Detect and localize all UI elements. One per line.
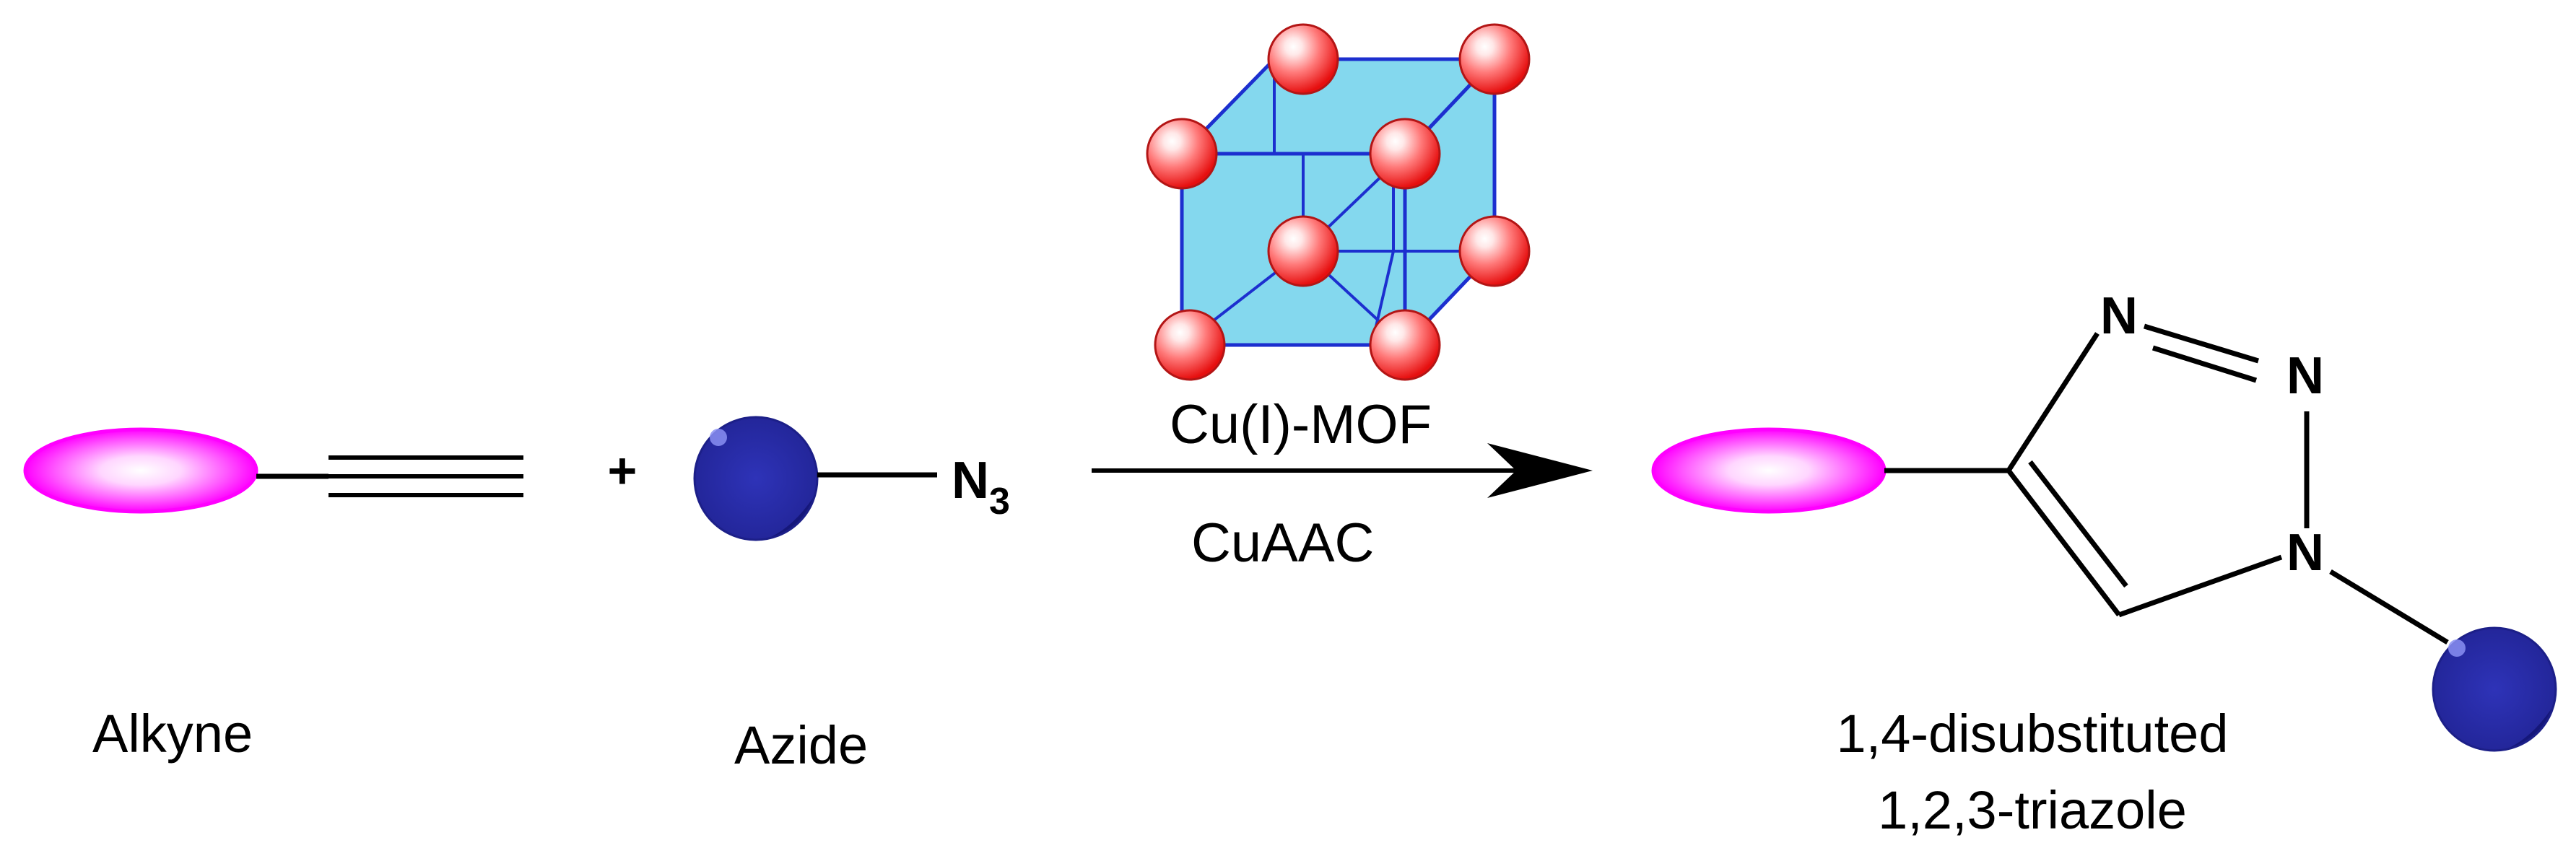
azide-substituent-sphere: [693, 416, 819, 541]
mof-node: [1458, 215, 1531, 287]
azide-structure: N 3: [693, 416, 1010, 541]
azide-n-symbol: N: [952, 452, 989, 510]
product-name-line2: 1,2,3-triazole: [1878, 780, 2187, 840]
azide-label: Azide: [734, 715, 868, 775]
reaction-type-label: CuAAC: [1191, 512, 1374, 574]
mof-cube-icon: [1146, 23, 1531, 381]
alkyne-structure: [23, 427, 523, 514]
mof-node: [1267, 23, 1339, 95]
catalyst-label: Cu(I)-MOF: [1170, 394, 1432, 455]
product-structure: N N N: [1651, 287, 2557, 752]
alkyne-substituent-ellipse: [23, 427, 258, 514]
mof-node: [1146, 118, 1218, 190]
product-name-line1: 1,4-disubstituted: [1836, 704, 2228, 764]
mof-node: [1369, 118, 1441, 190]
alkyne-triple-bond: [328, 455, 523, 497]
product-alkyne-substituent-ellipse: [1651, 427, 1887, 514]
mof-node: [1458, 23, 1531, 95]
plus-sign: +: [608, 442, 638, 499]
azide-subscript-3: 3: [989, 481, 1010, 523]
mof-cube-nodes: [1146, 23, 1531, 381]
triazole-ring-bonds: [2006, 323, 2449, 644]
triazole-n3-atom: N: [2100, 287, 2138, 345]
product-azide-substituent-sphere: [2432, 626, 2557, 752]
sphere-highlight: [710, 429, 727, 446]
alkyne-label: Alkyne: [92, 704, 253, 764]
mof-node: [1369, 309, 1441, 381]
product-sphere-highlight: [2448, 639, 2466, 657]
triazole-n2-atom: N: [2286, 347, 2324, 405]
mof-node: [1154, 309, 1226, 381]
triazole-n1-atom: N: [2286, 524, 2324, 582]
reaction-arrow: [1092, 443, 1593, 498]
mof-node: [1267, 215, 1339, 287]
